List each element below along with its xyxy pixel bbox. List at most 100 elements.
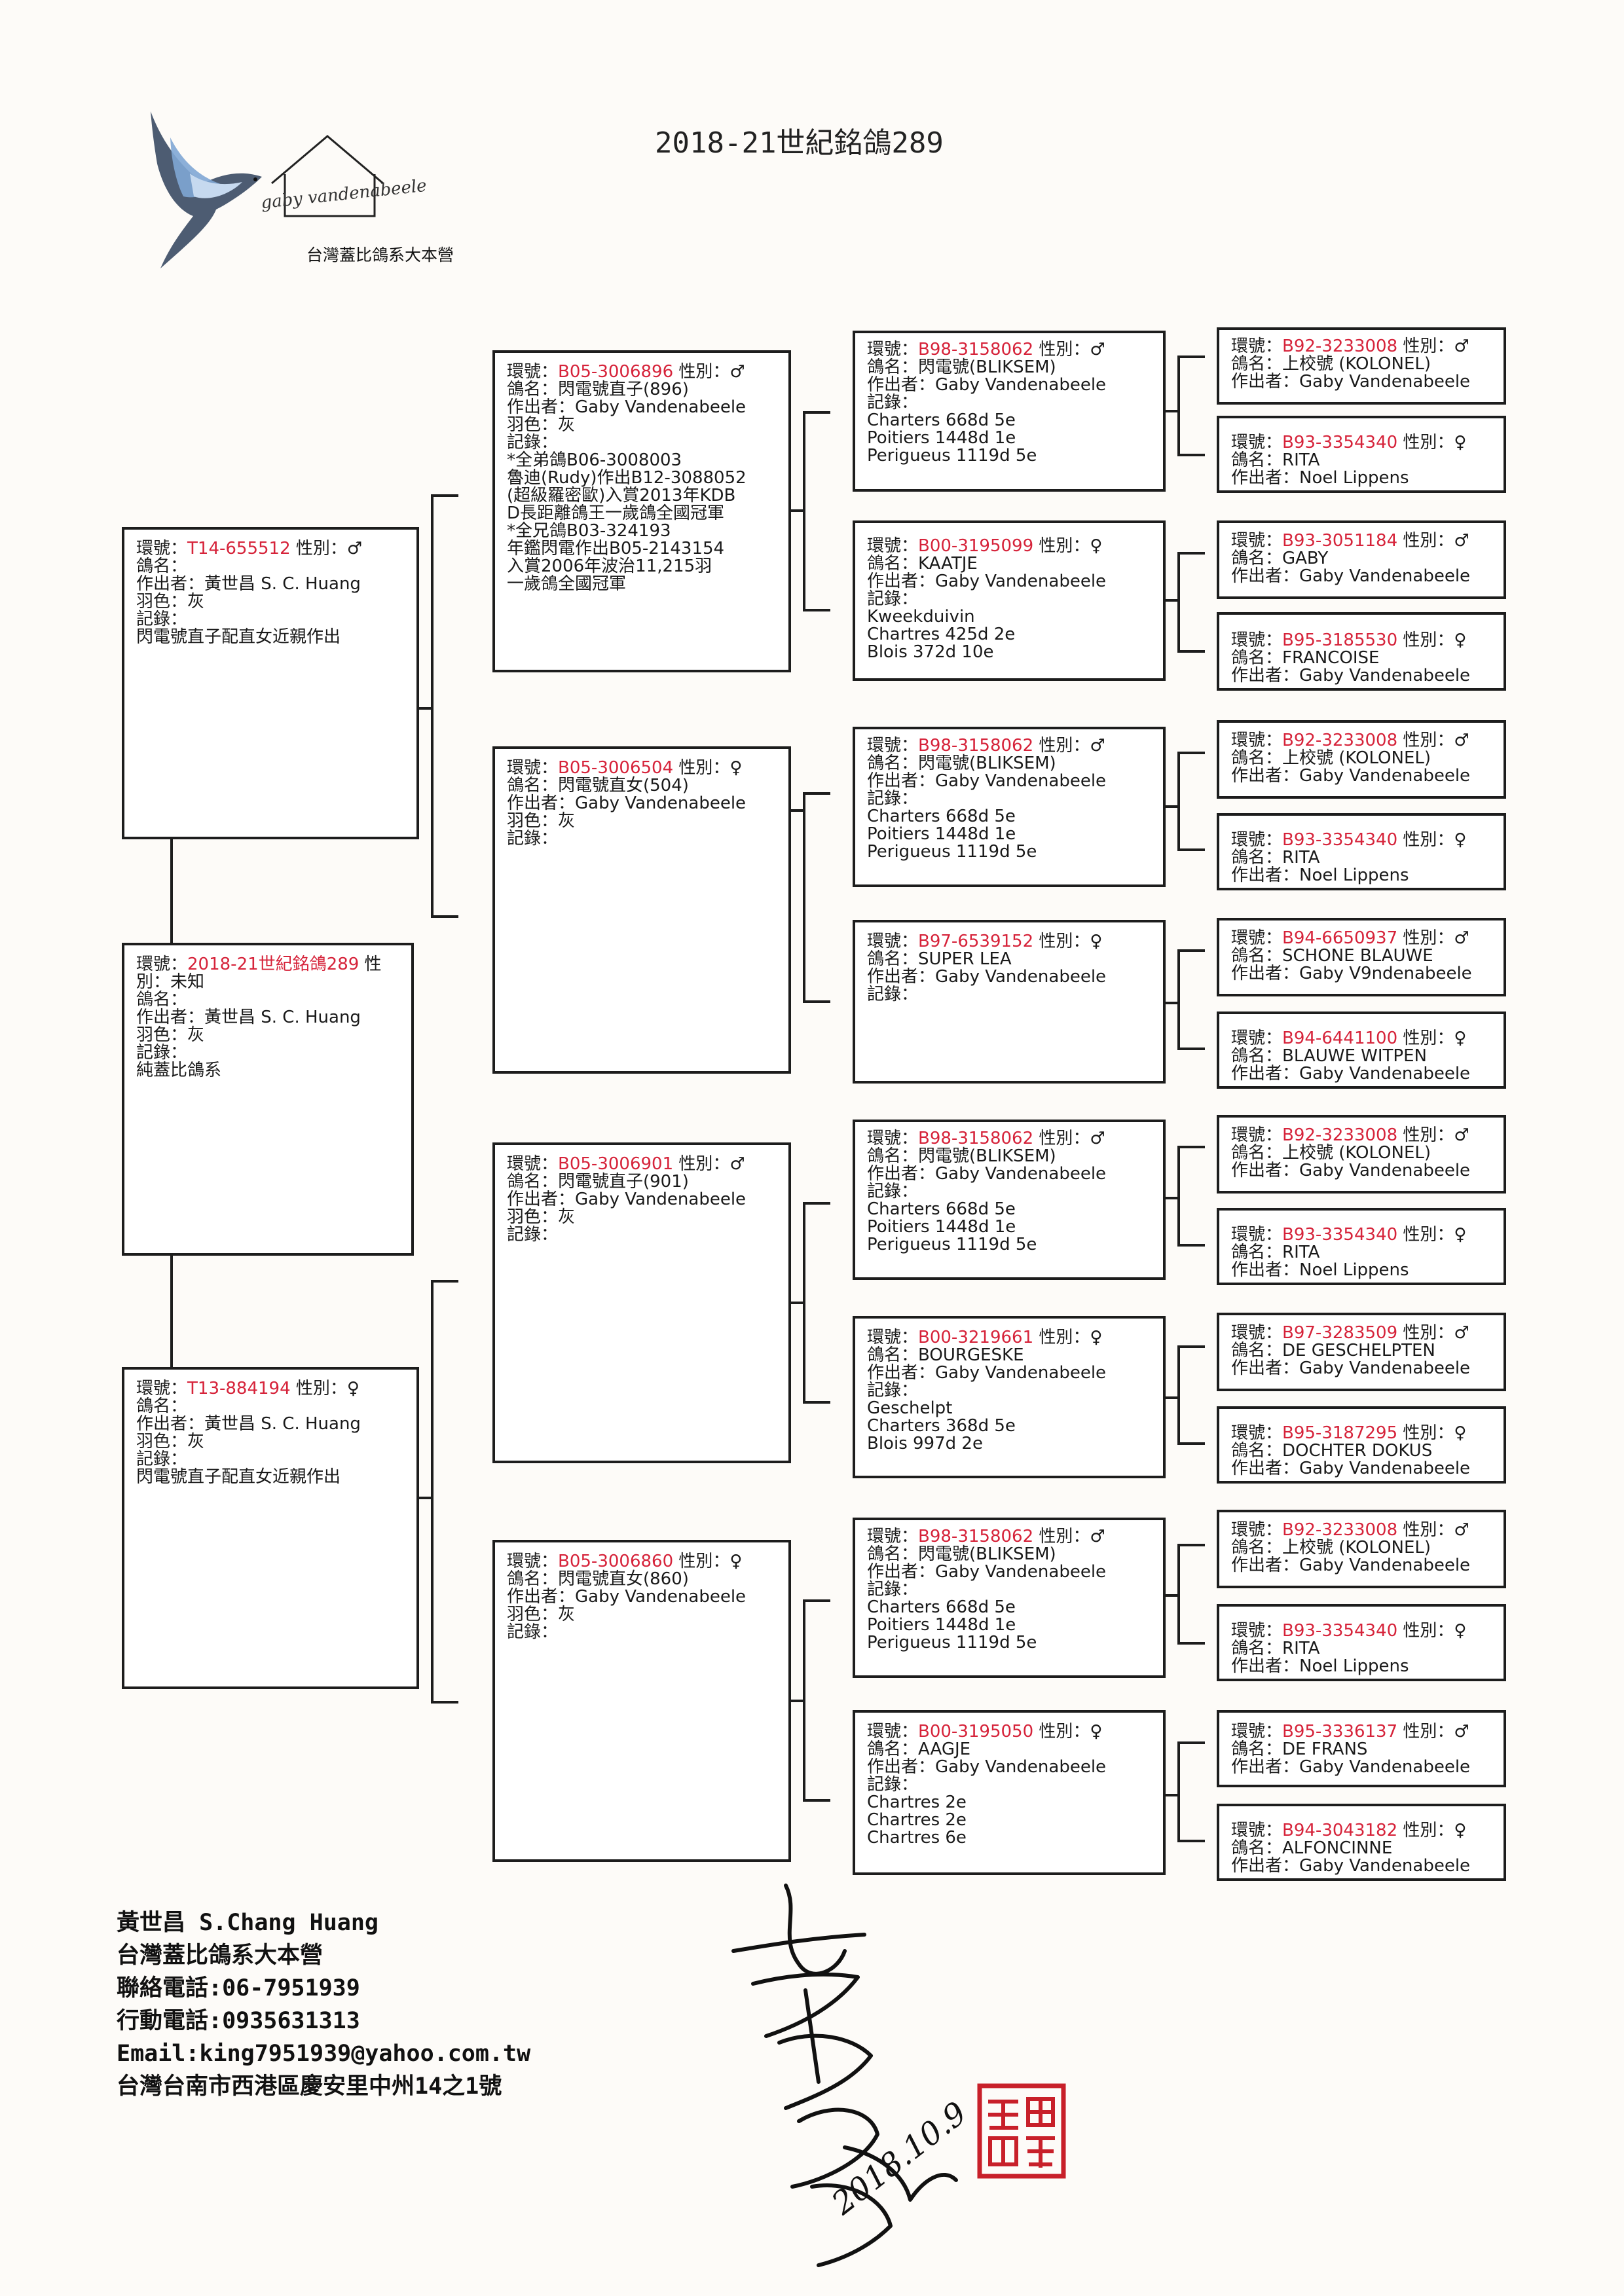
field-text: 環號： (1231, 731, 1283, 750)
field-text: 環號： (1231, 531, 1283, 551)
field-text: 性別：♂ (1397, 1722, 1469, 1741)
field-text: 鴿名：閃電號(BLIKSEM) (867, 1146, 1056, 1166)
ring-line: 環號：B00-3219661 性別：♀ (867, 1329, 1154, 1347)
field-text: 環號： (1231, 337, 1283, 356)
field-text: 鴿名：RITA (1231, 450, 1320, 470)
contact-block: 黃世昌 S.Chang Huang 台灣蓋比鴿系大本營 聯絡電話:06-7951… (117, 1906, 530, 2103)
field-text: 鴿名：上校號 (KOLONEL) (1231, 748, 1431, 768)
ring-number: B92-3233008 (1282, 1520, 1398, 1540)
ring-number: B92-3233008 (1282, 731, 1398, 750)
field-text: 環號： (1231, 830, 1283, 850)
field-text: Perigueus 1119d 5e (867, 1235, 1037, 1254)
ring-line: 環號：B92-3233008 性別：♂ (1231, 338, 1494, 355)
ring-line: 環號：B92-3233008 性別：♂ (1231, 1127, 1494, 1144)
field-text: 性別：♂ (1033, 340, 1105, 359)
field-text: 環號： (136, 1379, 188, 1398)
field-text: 性別：♀ (1033, 1328, 1103, 1347)
field-text: 鴿名：BLAUWE WITPEN (1231, 1046, 1427, 1066)
field-text: 閃電號直子配直女近親作出 (136, 1467, 341, 1487)
ring-number: B93-3354340 (1282, 433, 1398, 452)
field-text: 性別：♂ (1397, 337, 1469, 356)
contact-address: 台灣台南市西港區慶安里中州14之1號 (117, 2073, 502, 2100)
field-text: 性別：♀ (1397, 1621, 1467, 1641)
field-text: 魯迪(Rudy)作出B12-3088052 (507, 468, 747, 488)
field-text: 年鑑閃電作出B05-2143154 (507, 539, 725, 558)
field-text: 性別：♂ (1397, 531, 1469, 551)
ring-line: 環號：2018-21世紀銘鴿289 性 (136, 956, 402, 974)
field-text: 環號： (1231, 433, 1283, 452)
ring-line: 環號：B95-3336137 性別：♂ (1231, 1723, 1494, 1741)
ring-number: B00-3195099 (918, 536, 1034, 556)
field-text: 性別：♂ (1397, 1125, 1469, 1145)
field-text: 記錄： (867, 1381, 919, 1400)
field-text: 環號： (507, 362, 559, 382)
field-text: 作出者：Gaby Vandenabeele (1231, 1064, 1471, 1084)
field-text: 作出者：Gaby Vandenabeele (867, 967, 1107, 987)
breeder: 作出者：黃世昌 S. C. Huang (136, 1008, 361, 1027)
field-text: 記錄： (867, 393, 919, 412)
grandsire-paternal-box: 環號：B05-3006896 性別：♂ 鴿名：閃電號直子(896) 作出者：Ga… (492, 350, 791, 672)
field-text: 環號： (867, 1527, 919, 1546)
field-text: Charters 368d 5e (867, 1416, 1016, 1436)
field-text: 性別：♀ (1033, 1722, 1103, 1741)
field-text: 鴿名：閃電號直子(896) (507, 380, 689, 399)
ring-number: B95-3185530 (1282, 630, 1398, 650)
ring-number: B97-6539152 (918, 932, 1034, 951)
ring-number: B97-3283509 (1282, 1323, 1398, 1343)
field-text: 作出者：Gaby Vandenabeele (507, 397, 747, 417)
field-text: 環號： (1231, 1821, 1283, 1840)
field-text: Charters 668d 5e (867, 1199, 1016, 1219)
field-text: 記錄： (867, 789, 919, 809)
sire-box: 環號：T14-655512 性別：♂ 鴿名： 作出者：黃世昌 S. C. Hua… (122, 527, 419, 839)
handwritten-signature (731, 1884, 958, 2267)
field-text: Poitiers 1448d 1e (867, 824, 1016, 844)
field-text: 性別：♀ (1397, 830, 1467, 850)
field-text: 環號： (867, 736, 919, 756)
field-text: 作出者：Gaby Vandenabeele (1231, 566, 1471, 586)
ring-line: 環號：B00-3195099 性別：♀ (867, 538, 1154, 555)
ring-number: B93-3354340 (1282, 1225, 1398, 1245)
ring-number: B05-3006860 (558, 1552, 674, 1571)
field-text: Blois 372d 10e (867, 642, 994, 662)
field-text: 性別：♀ (1033, 536, 1103, 556)
field-text: 鴿名：上校號 (KOLONEL) (1231, 354, 1431, 374)
ring-number: B98-3158062 (918, 340, 1034, 359)
contact-email[interactable]: Email:king7951939@yahoo.com.tw (117, 2041, 531, 2067)
ring-line: 環號：B05-3006504 性別：♀ (507, 759, 779, 777)
field-text: Perigueus 1119d 5e (867, 446, 1037, 465)
sex-value: 別：未知 (136, 972, 205, 992)
field-text: 環號： (867, 536, 919, 556)
field-text: Blois 997d 2e (867, 1434, 983, 1453)
field-text: Charters 668d 5e (867, 807, 1016, 826)
seal-stamp (977, 2083, 1066, 2179)
field-text: 環號： (1231, 1225, 1283, 1245)
field-text: 作出者：黃世昌 S. C. Huang (136, 574, 361, 594)
gen5-box-9: 環號：B92-3233008 性別：♂ 鴿名：上校號 (KOLONEL)作出者：… (1217, 1115, 1506, 1194)
field-text: 鴿名：閃電號直子(901) (507, 1172, 689, 1192)
field-text: 作出者：Gaby Vandenabeele (867, 771, 1107, 791)
ring-line: 環號：B93-3051184 性別：♂ (1231, 532, 1494, 550)
field-text: 作出者：Gaby Vandenabeele (507, 1190, 747, 1209)
contact-owner: 黃世昌 S.Chang Huang (117, 1910, 379, 1936)
field-text: 記錄： (507, 433, 559, 452)
field-text: 環號： (507, 1552, 559, 1571)
field-text: 鴿名：KAATJE (867, 554, 978, 574)
field-text: 性別：♀ (290, 1379, 360, 1398)
field-text: 鴿名：閃電號(BLIKSEM) (867, 754, 1056, 773)
field-text: 鴿名：SUPER LEA (867, 949, 1012, 969)
field-text: 性別：♂ (1397, 731, 1469, 750)
field-text: 環號： (1231, 1423, 1283, 1443)
field-text: 鴿名：DE GESCHELPTEN (1231, 1341, 1435, 1360)
field-text: 作出者：Gaby Vandenabeele (867, 572, 1107, 591)
color: 羽色：灰 (136, 1025, 205, 1045)
field-text: 鴿名：閃電號(BLIKSEM) (867, 357, 1056, 377)
ring-line: 環號：B93-3354340 性別：♀ (1231, 831, 1494, 849)
field-text: 作出者：Gaby Vandenabeele (1231, 1757, 1471, 1777)
field-text: 鴿名：閃電號直女(504) (507, 776, 689, 795)
field-text: 記錄： (507, 829, 559, 848)
